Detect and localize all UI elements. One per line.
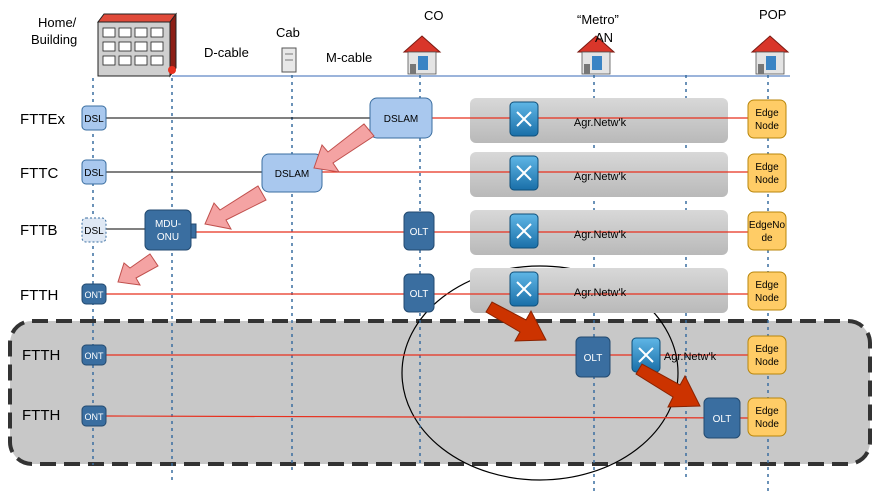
agr-label-1: Agr.Netw'k (574, 117, 627, 129)
router-icon-1 (509, 101, 539, 137)
router-icon-2 (509, 155, 539, 191)
edge-label-6a: Edge (755, 406, 779, 417)
metro-label-2: AN (595, 30, 613, 45)
edge-nodes (747, 99, 787, 437)
dsl-label-fttex: DSL (84, 114, 104, 125)
co-label: CO (424, 8, 444, 23)
ftth-region (8, 319, 872, 466)
edge-label-1a: Edge (755, 108, 779, 119)
row-label-fttex: FTTEx (20, 111, 65, 128)
pop-label: POP (759, 7, 786, 22)
cab-label: Cab (276, 25, 300, 40)
agr-label-5: Agr.Netw'k (664, 351, 717, 363)
router-icon-3 (509, 213, 539, 249)
dsl-box-fttb (81, 217, 107, 243)
edge-label-5b: Node (755, 357, 779, 368)
router-icon-5 (631, 337, 661, 373)
olt-box-ftth-3 (703, 397, 741, 439)
mdu-onu-box (144, 209, 192, 251)
row-label-fttc: FTTC (20, 165, 58, 182)
dslam-box-fttex (369, 97, 433, 139)
metro-label-1: “Metro” (577, 12, 619, 27)
olt-box-ftth-2 (575, 336, 611, 378)
ont-box-2 (81, 344, 107, 366)
migration-ellipse (401, 265, 679, 481)
co-house-icon (402, 35, 442, 75)
mdu-label-1: MDU- (155, 219, 181, 230)
metro-house-icon (576, 35, 616, 75)
row-label-ftth-3: FTTH (22, 407, 60, 424)
olt-label-fttb: OLT (410, 227, 429, 238)
dcable-label: D-cable (204, 45, 249, 60)
edge-label-4b: Node (755, 293, 779, 304)
row-label-fttb: FTTB (20, 222, 58, 239)
edge-label-2b: Node (755, 175, 779, 186)
router-icon-4 (509, 271, 539, 307)
olt-label-ftth-3: OLT (713, 414, 732, 425)
olt-label-ftth-1: OLT (410, 289, 429, 300)
ont-label-2: ONT (85, 351, 105, 361)
edge-label-5a: Edge (755, 344, 779, 355)
dsl-box-fttex (81, 105, 107, 131)
ont-box-3 (81, 405, 107, 427)
dslam-label-fttc: DSLAM (275, 169, 309, 180)
row-label-ftth-1: FTTH (20, 287, 58, 304)
olt-label-ftth-2: OLT (584, 353, 603, 364)
mdu-label-2: ONU (157, 232, 179, 243)
home-label-1: Home/ (38, 15, 77, 30)
cabinet-icon (281, 47, 297, 73)
agr-label-2: Agr.Netw'k (574, 171, 627, 183)
ont-label-3: ONT (85, 412, 105, 422)
dslam-label-fttex: DSLAM (384, 114, 418, 125)
pink-arrows (117, 123, 375, 286)
edge-label-1b: Node (755, 121, 779, 132)
building-icon (97, 12, 177, 78)
edge-label-6b: Node (755, 419, 779, 430)
agr-label-3: Agr.Netw'k (574, 229, 627, 241)
home-label-2: Building (31, 32, 77, 47)
dsl-label-fttc: DSL (84, 168, 104, 179)
pop-house-icon (750, 35, 790, 75)
edge-label-2a: Edge (755, 162, 779, 173)
agr-bands (470, 98, 728, 313)
dsl-label-fttb: DSL (84, 226, 104, 237)
dsl-box-fttc (81, 159, 107, 185)
agr-label-4: Agr.Netw'k (574, 287, 627, 299)
ont-label-1: ONT (85, 290, 105, 300)
dslam-box-fttc (261, 153, 323, 193)
mcable-label: M-cable (326, 50, 372, 65)
red-arrows (485, 301, 701, 408)
row-label-ftth-2: FTTH (22, 347, 60, 364)
edge-label-3b: de (761, 233, 773, 244)
edge-label-3a: EdgeNo (749, 220, 786, 231)
olt-box-fttb (403, 211, 435, 251)
edge-label-4a: Edge (755, 280, 779, 291)
ont-box-1 (81, 283, 107, 305)
olt-box-ftth-1 (403, 273, 435, 313)
